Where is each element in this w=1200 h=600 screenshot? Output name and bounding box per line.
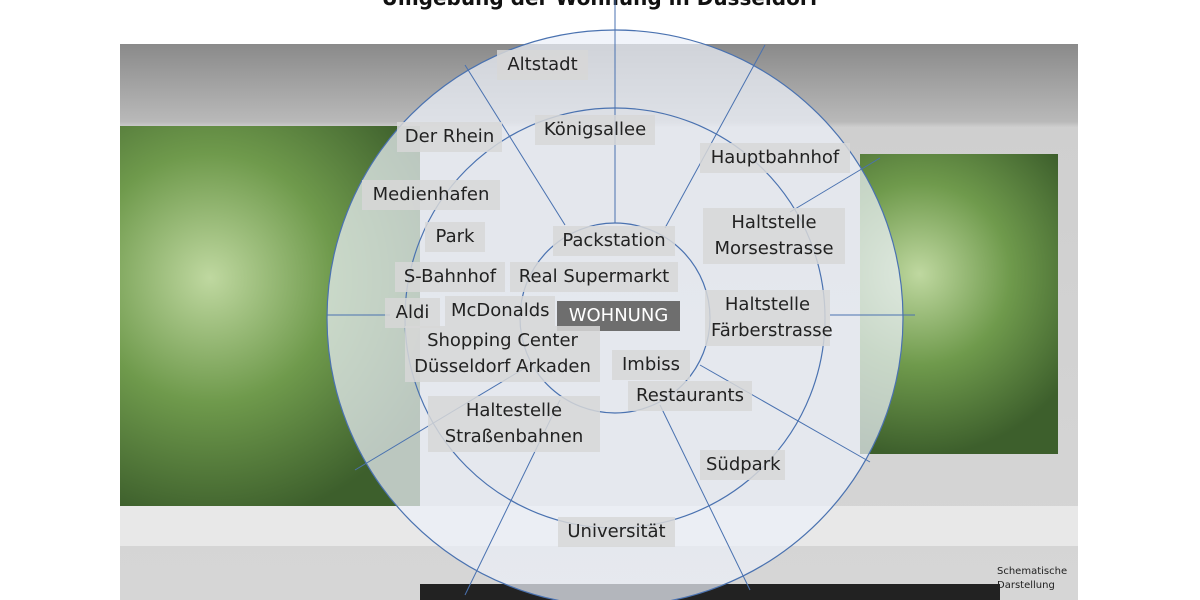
line-1: Shopping Center: [427, 330, 578, 351]
label-park: Park: [425, 222, 485, 252]
label-altstadt: Altstadt: [497, 50, 588, 80]
label-hauptbahnhof: Hauptbahnhof: [700, 143, 850, 173]
label-imbiss: Imbiss: [612, 350, 690, 380]
label-aldi: Aldi: [385, 298, 440, 328]
label-koenigsallee: Königsallee: [535, 115, 655, 145]
label-universitaet: Universität: [558, 517, 675, 547]
spoke: [464, 64, 566, 226]
label-medienhafen: Medienhafen: [362, 180, 500, 210]
label-real-supermarkt: Real Supermarkt: [510, 262, 678, 292]
label-restaurants: Restaurants: [628, 381, 752, 411]
spoke: [659, 404, 751, 591]
line-2: Düsseldorf Arkaden: [414, 356, 591, 377]
label-der-rhein: Der Rhein: [397, 122, 502, 152]
note-line-1: Schematische: [997, 566, 1068, 577]
line-2: Morsestrasse: [714, 238, 834, 259]
label-suedpark: Südpark: [700, 450, 785, 480]
label-s-bahnhof: S-Bahnhof: [395, 262, 505, 292]
label-packstation: Packstation: [553, 226, 675, 256]
spoke: [664, 44, 766, 229]
line-2: Straßenbahnen: [444, 426, 584, 447]
spoke: [789, 157, 881, 213]
line-1: Haltstelle: [731, 212, 817, 233]
line-2: Färberstrasse: [711, 320, 833, 341]
label-mcdonalds: McDonalds: [445, 296, 555, 326]
line-1: Haltestelle: [465, 400, 563, 421]
diagram-title: Umgebung der Wohnung in Düsseldorf: [0, 0, 1200, 10]
note-line-2: Darstellung: [997, 580, 1055, 591]
line-1: Haltstelle: [724, 294, 811, 315]
